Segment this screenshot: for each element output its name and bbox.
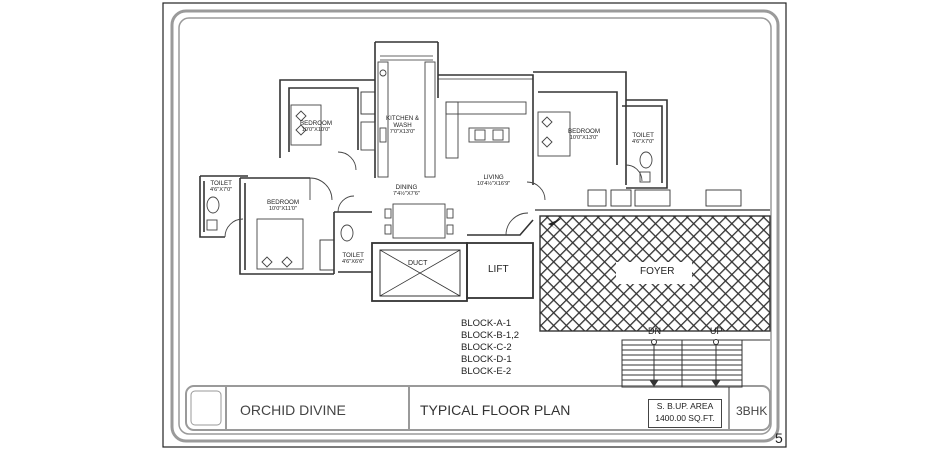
- room-dimension: 4'6"X7'0": [210, 187, 233, 194]
- room-label-bedroom-3: BEDROOM 10'0"X11'0": [267, 199, 299, 213]
- furniture: [206, 61, 653, 270]
- room-dimension: 10'0"X10'0": [301, 127, 331, 134]
- windows: [319, 91, 742, 271]
- area-label: S. B.UP. AREA: [656, 401, 714, 411]
- room-label-toilet-right: TOILET 4'6"X7'0": [632, 132, 654, 146]
- sheet-border: [162, 2, 787, 448]
- project-name: ORCHID DIVINE: [240, 402, 346, 418]
- block-item: BLOCK-D-1: [461, 354, 512, 365]
- room-label-toilet-center: TOILET 4'6"X6'6": [342, 252, 364, 266]
- room-dimension: 10'0"X11'0": [268, 206, 298, 213]
- room-label-dining: DINING 7'4½"X7'6": [393, 184, 420, 198]
- stair-up-label: UP: [710, 326, 723, 336]
- room-name: FOYER: [640, 266, 675, 277]
- page-number: 5: [775, 430, 783, 446]
- room-name: TOILET: [210, 180, 232, 187]
- block-item: BLOCK-A-1: [461, 318, 512, 329]
- room-dimension: 7'4½"X7'6": [393, 191, 420, 198]
- title-block: [185, 385, 771, 431]
- room-dimension: 4'6"X7'0": [632, 139, 655, 146]
- stair-label: DN: [648, 326, 661, 336]
- room-name: TOILET: [342, 252, 364, 259]
- room-name: LIFT: [488, 264, 509, 275]
- block-item: BLOCK-E-2: [461, 366, 512, 377]
- door-swings: [224, 151, 643, 238]
- room-label-bedroom-1: BEDROOM 10'0"X10'0": [300, 120, 332, 134]
- block-item: BLOCK-C-2: [461, 342, 512, 353]
- room-label-lift: LIFT: [488, 264, 509, 276]
- room-dimension: 4'6"X6'6": [342, 259, 365, 266]
- room-name: KITCHEN &: [386, 115, 420, 122]
- room-name: LIVING: [483, 174, 504, 181]
- room-label-living: LIVING 10'4½"X16'9": [477, 174, 510, 188]
- apartment-walls: [199, 41, 668, 302]
- plan-title: TYPICAL FLOOR PLAN: [420, 402, 571, 418]
- room-name-line2: WASH: [393, 122, 412, 130]
- area-box: S. B.UP. AREA 1400.00 SQ.FT.: [648, 399, 722, 428]
- stair-down-label: DN: [648, 326, 661, 336]
- unit-type: 3BHK: [736, 404, 768, 418]
- room-name: BEDROOM: [568, 128, 600, 135]
- room-name: DUCT: [408, 260, 428, 267]
- room-dimension: 7'0"X13'0": [389, 129, 416, 136]
- stair-label: UP: [710, 326, 723, 336]
- room-name: DINING: [395, 184, 418, 191]
- room-name: BEDROOM: [300, 120, 332, 127]
- foyer-area: [535, 209, 771, 332]
- room-dimension: 10'0"X13'0": [569, 135, 599, 142]
- staircase: [621, 339, 770, 388]
- area-value: 1400.00 SQ.FT.: [655, 413, 715, 423]
- room-label-toilet-left: TOILET 4'6"X7'0": [210, 180, 232, 194]
- room-dimension: 10'4½"X16'9": [477, 181, 511, 188]
- room-label-kitchen: KITCHEN & WASH 7'0"X13'0": [386, 115, 419, 136]
- room-name: BEDROOM: [267, 199, 299, 206]
- room-name: TOILET: [632, 132, 654, 139]
- room-label-foyer: FOYER: [640, 266, 674, 278]
- block-list: BLOCK-A-1 BLOCK-B-1,2 BLOCK-C-2 BLOCK-D-…: [461, 318, 519, 378]
- room-label-bedroom-2: BEDROOM 10'0"X13'0": [568, 128, 600, 142]
- room-label-duct: DUCT: [408, 260, 427, 268]
- block-item: BLOCK-B-1,2: [461, 330, 520, 341]
